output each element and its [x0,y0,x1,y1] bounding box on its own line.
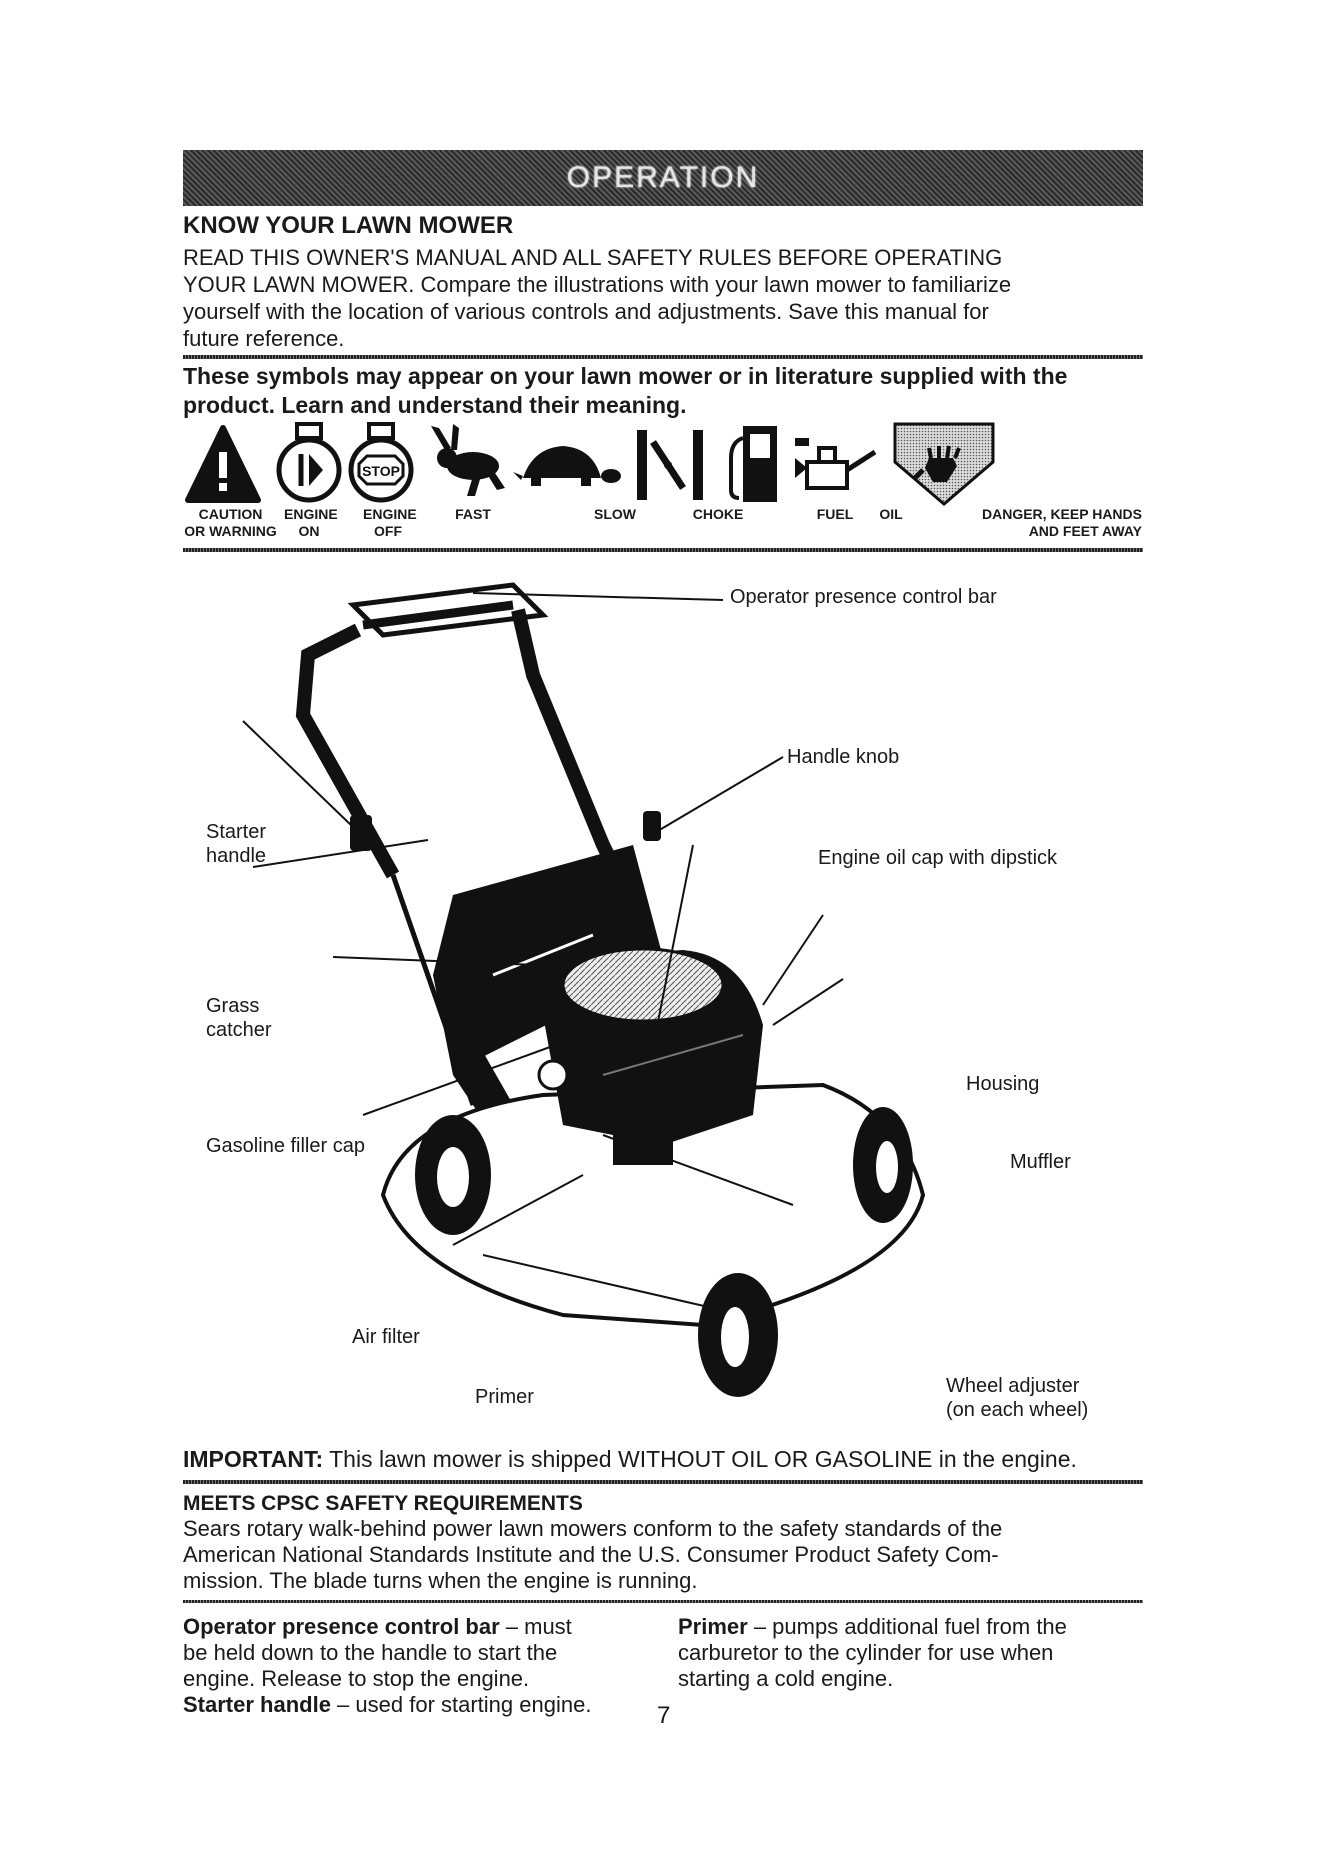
label-slow: SLOW [594,506,636,522]
label-engine-off-line-1: ENGINE [363,506,417,522]
definitions-left: Operator presence control bar – must be … [183,1614,653,1718]
def-operator-bar-line-1: – must [499,1614,572,1639]
callout-primer: Primer [475,1386,534,1408]
callout-wheel-line-2: (on each wheel) [946,1399,1089,1421]
symbols-intro-line-1: These symbols may appear on your lawn mo… [183,363,1068,389]
choke-icon [637,430,703,500]
engine-on-icon [276,422,342,503]
def-operator-bar-term: Operator presence control bar [183,1614,500,1639]
label-engine-on-line-1: ENGINE [284,506,338,522]
divider [183,1480,1143,1484]
wheel-front [698,1273,778,1397]
label-choke: CHOKE [692,506,744,522]
important-note: IMPORTANT: This lawn mower is shipped WI… [183,1446,1163,1473]
engine-off-icon: STOP [348,422,414,503]
important-text: This lawn mower is shipped WITHOUT OIL O… [323,1446,1077,1472]
callout-air-filter: Air filter [352,1326,420,1348]
wheel-rear-left [415,1115,491,1235]
label-danger: DANGER, KEEP HANDS AND FEET AWAY [946,506,1142,540]
know-line-4: future reference. [183,326,345,351]
def-primer-line-3: starting a cold engine. [678,1666,894,1691]
section-title: OPERATION [566,161,760,194]
callout-gas-cap: Gasoline filler cap [206,1135,365,1157]
page-number: 7 [657,1702,671,1729]
danger-hand-icon [893,422,995,506]
callout-operator-bar: Operator presence control bar [730,586,997,608]
label-danger-line-2: AND FEET AWAY [1028,523,1142,539]
cpsc-paragraph: Sears rotary walk-behind power lawn mowe… [183,1516,1143,1594]
def-starter-handle-term: Starter handle [183,1692,331,1717]
callout-starter-line-1: Starter [206,821,267,843]
symbols-intro-line-2: product. Learn and understand their mean… [183,392,687,418]
oil-can-icon [795,438,877,490]
definitions-right: Primer – pumps additional fuel from the … [678,1614,1148,1692]
def-primer-line-2: carburetor to the cylinder for use when [678,1640,1054,1665]
divider [183,1600,1143,1603]
symbols-row: STOP [185,422,995,506]
starter-handle-part [350,815,372,851]
divider [183,548,1143,552]
callout-starter-line-2: handle [206,845,267,867]
section-banner: OPERATION [183,150,1143,206]
callout-grass-line-2: catcher [206,1019,272,1041]
callout-grass-catcher: Grass catcher [206,994,272,1042]
know-line-1: READ THIS OWNER'S MANUAL AND ALL SAFETY … [183,245,1003,270]
callout-wheel-adjuster: Wheel adjuster (on each wheel) [946,1374,1088,1422]
label-engine-off: ENGINE OFF [363,506,417,540]
def-starter-handle-text: – used for starting engine. [330,1692,592,1717]
handle-knob-part [643,811,661,841]
important-label: IMPORTANT: [183,1446,324,1472]
def-primer-term: Primer [678,1614,748,1639]
label-danger-line-1: DANGER, KEEP HANDS [982,506,1142,522]
def-starter-handle: Starter handle – used for starting engin… [183,1692,653,1718]
def-operator-bar-line-2: be held down to the handle to start the [183,1640,558,1665]
cpsc-line-2: American National Standards Institute an… [183,1542,999,1567]
callout-muffler: Muffler [1010,1151,1071,1173]
callout-handle-knob: Handle knob [787,746,900,768]
callout-oil-cap: Engine oil cap with dipstick [818,847,1058,869]
callout-leaders [242,592,844,1246]
housing-part [380,1082,926,1328]
label-oil: OIL [879,506,903,522]
label-caution-line-1: CAUTION [198,506,263,522]
callout-wheel-line-1: Wheel adjuster [946,1375,1080,1397]
label-fast: FAST [455,506,491,522]
lawn-mower-illustration [242,582,926,1397]
divider [183,355,1143,359]
def-operator-bar: Operator presence control bar – must [183,1614,653,1640]
caution-warning-icon [185,425,261,503]
label-engine-on-line-2: ON [298,523,320,539]
callout-starter-handle: Starter handle [206,820,266,868]
callout-grass-line-1: Grass [206,995,260,1017]
fast-rabbit-icon [431,424,505,496]
def-primer: Primer – pumps additional fuel from the [678,1614,1148,1640]
stop-text: STOP [362,463,400,479]
know-line-3: yourself with the location of various co… [183,299,989,324]
symbols-intro: These symbols may appear on your lawn mo… [183,362,1143,420]
label-engine-off-line-2: OFF [374,523,402,539]
cpsc-line-3: mission. The blade turns when the engine… [183,1568,698,1593]
label-caution-line-2: OR WARNING [184,523,277,539]
def-operator-bar-line-3: engine. Release to stop the engine. [183,1666,530,1691]
fuel-pump-icon [729,426,777,502]
know-line-2: YOUR LAWN MOWER. Compare the illustratio… [183,272,1012,297]
slow-turtle-icon [513,446,621,486]
label-caution: CAUTION OR WARNING [183,506,278,540]
label-engine-on: ENGINE ON [284,506,338,540]
wheel-rear-right [853,1107,913,1223]
label-fuel: FUEL [816,506,854,522]
callout-housing: Housing [966,1073,1040,1095]
cpsc-line-1: Sears rotary walk-behind power lawn mowe… [183,1516,1003,1541]
def-primer-line-1: – pumps additional fuel from the [747,1614,1067,1639]
know-heading: KNOW YOUR LAWN MOWER [183,212,514,239]
cpsc-heading: MEETS CPSC SAFETY REQUIREMENTS [183,1492,583,1515]
know-paragraph: READ THIS OWNER'S MANUAL AND ALL SAFETY … [183,244,1143,352]
engine-part [537,947,763,1165]
